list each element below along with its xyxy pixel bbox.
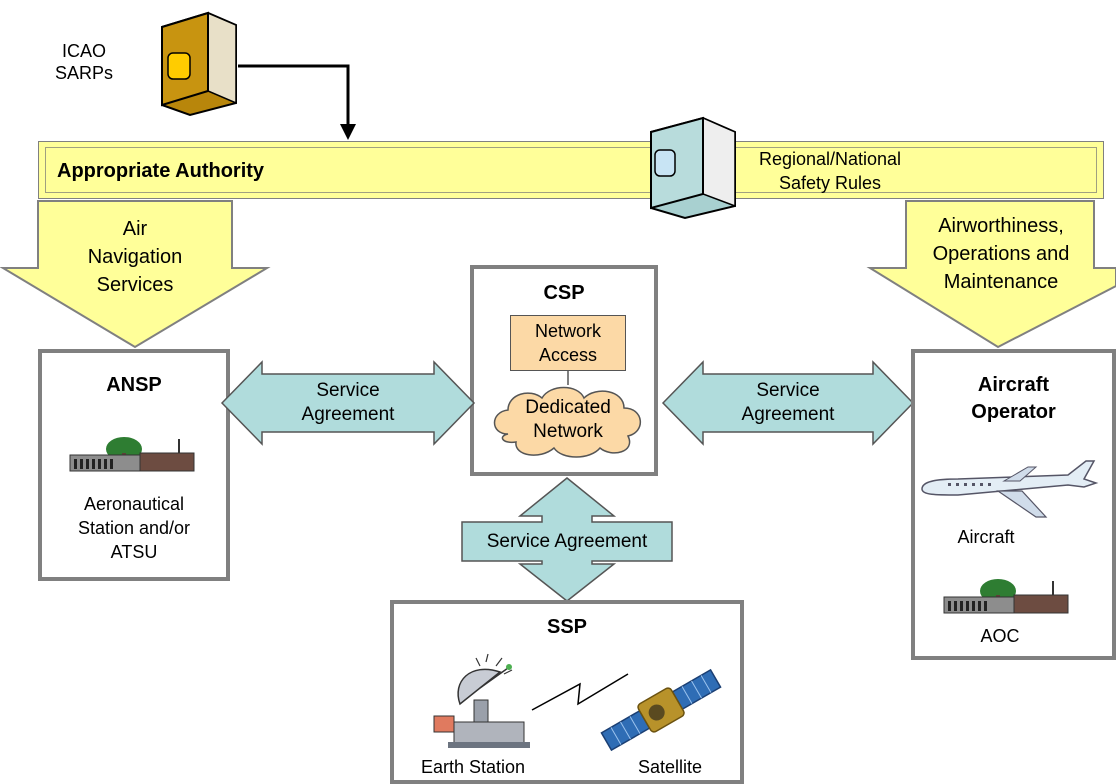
aoc-label: AOC [980,626,1020,646]
service-agreement-bottom-label: Service Agreement [486,531,648,552]
service-agreement-right-line2: Agreement [741,404,835,425]
dedicated-network-label: Dedicated Network [486,396,650,444]
air-navigation-line2: Navigation [87,246,183,268]
network-access-label: Network Access [510,319,626,367]
dedicated-network-line1: Dedicated [525,397,611,418]
service-agreement-left-line2: Agreement [301,404,395,425]
airworthiness-line3: Maintenance [943,271,1059,293]
authority-label: Appropriate Authority [57,160,265,182]
icao-line2: SARPs [54,63,114,83]
ansp-station-line3: ATSU [110,542,158,562]
authority-bar-inner [45,147,1097,193]
ansp-station-line2: Station and/or [77,518,191,538]
csp-title: CSP [543,282,585,304]
ssp-title: SSP [546,616,588,638]
aircraft-operator-title: Aircraft Operator [911,372,1116,426]
earth-station-label: Earth Station [420,757,526,777]
airworthiness-label: Airworthiness, Operations and Maintenanc… [906,212,1096,296]
ansp-title: ANSP [106,374,162,396]
satellite-label: Satellite [637,757,703,777]
aircraft-label: Aircraft [957,527,1015,547]
aircraft-operator-title-line1: Aircraft [977,374,1050,396]
service-agreement-right-line1: Service [756,380,820,401]
air-navigation-label: Air Navigation Services [60,215,210,299]
ansp-station-label: Aeronautical Station and/or ATSU [38,492,230,564]
aoc-building-icon [943,579,1069,614]
regional-book-icon [650,116,736,220]
airworthiness-line1: Airworthiness, [938,215,1064,237]
network-access-box [510,315,626,371]
service-agreement-left-label: Service Agreement [262,379,434,427]
air-navigation-line1: Air [122,218,148,240]
dedicated-network-line2: Network [533,421,603,442]
regional-line2: Safety Rules [778,173,882,193]
ansp-station-line1: Aeronautical [83,494,185,514]
network-access-line2: Access [538,345,598,365]
aircraft-operator-title-line2: Operator [971,401,1056,423]
icao-book-icon [161,11,237,117]
regional-line1: Regional/National [758,149,902,169]
service-agreement-right-label: Service Agreement [703,379,873,427]
building-icon [69,437,195,472]
service-agreement-left-line1: Service [316,380,380,401]
network-access-line1: Network [534,321,601,341]
authority-bar [38,141,1104,199]
airworthiness-line2: Operations and [932,243,1070,265]
earth-station-icon [433,653,530,748]
regional-label: Regional/National Safety Rules [745,147,915,195]
satellite-icon [600,668,722,752]
air-navigation-line3: Services [96,274,174,296]
dedicated-network-cloud [493,386,641,458]
icao-line1: ICAO [61,41,106,61]
airplane-icon [921,460,1099,518]
icao-label: ICAO SARPs [44,40,124,84]
